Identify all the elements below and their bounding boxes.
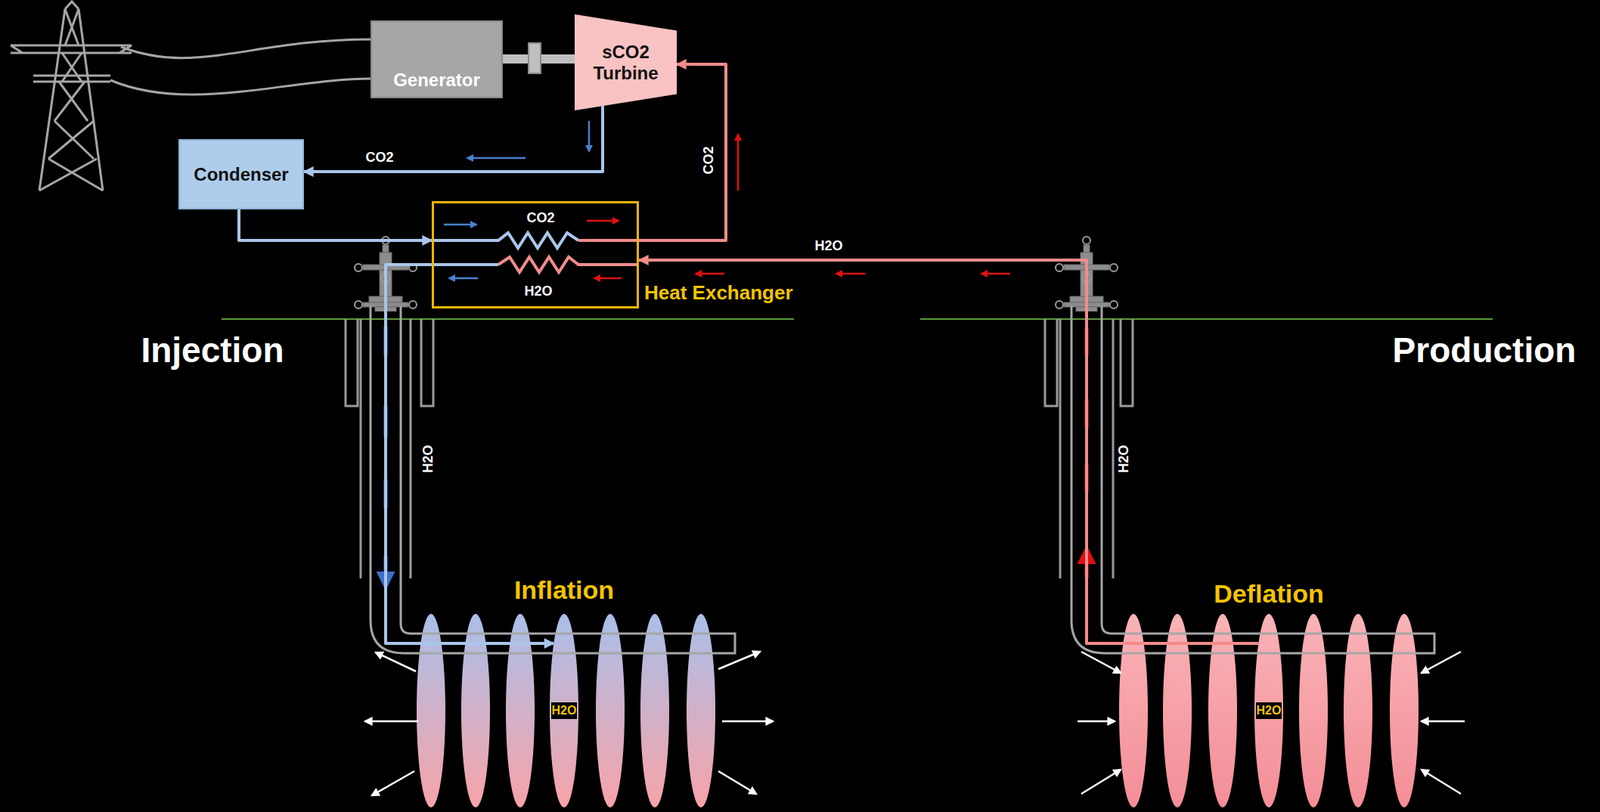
fracture [640,613,670,808]
component-label: Generator [393,69,481,91]
component-heading: Heat Exchanger [644,282,794,305]
pipe-connector [638,260,1259,644]
fracture-outline [1254,613,1284,808]
flow-arrow [449,277,478,280]
pipe-connector [303,105,603,172]
zone-label: Deflation [1211,579,1326,608]
well-casing [345,319,1133,579]
pipe-label: CO2 [362,150,396,166]
fracture [686,613,716,808]
pipe-label: H2O [1116,442,1132,475]
stress-arrow [1421,720,1465,723]
stress-arrow [722,720,773,723]
zone-label: Inflation [511,576,617,605]
drive-shaft [502,54,575,64]
condenser-box: Condenser [178,139,304,210]
ground-line [920,318,1493,320]
power-tower [39,1,103,191]
turbine-outline [574,14,677,111]
fracture-ellipse: H2O [549,613,579,808]
flow-arrow [586,220,619,223]
fracture [1343,613,1373,808]
component-label: sCO2 Turbine [579,41,673,84]
well-tubing [1071,306,1435,654]
heat-exchanger-coil [434,232,579,249]
fluid-label: H2O [551,702,578,720]
fluid-label: H2O [1255,702,1283,720]
well-casing [1044,319,1133,407]
pipe-label: CO2 [524,210,557,227]
well-casing [345,319,434,407]
ground-line [221,318,794,320]
pipe-label: CO2 [701,143,717,177]
flow-arrow [467,157,526,160]
well-title: Production [1390,331,1579,370]
stress-arrow [718,651,760,670]
stress-arrow [375,652,416,672]
power-line [110,39,373,95]
pipe-connector [238,209,432,241]
fracture [1389,613,1419,808]
power-tower [39,9,103,191]
fracture [416,613,1419,808]
heat-exchanger-coil [434,263,499,267]
well-title: Injection [138,331,286,370]
stress-arrow [365,720,419,723]
stress-arrow [372,771,415,796]
stress-arrow [1077,720,1115,723]
stress-arrow [718,771,757,794]
flow-arrow [594,277,622,280]
stress-arrow [1421,769,1461,794]
stress-arrow [365,651,1465,796]
flow-arrow [695,272,725,276]
fracture-outline [549,613,579,808]
power-line [120,39,373,59]
fracture-ellipse: H2O [1254,613,1284,808]
heat-exchanger-coil [434,232,637,273]
stress-arrow [1421,651,1461,673]
pipe-label: H2O [521,284,555,300]
heat-exchanger-coil [578,238,637,242]
heat-exchanger-coil [498,257,637,273]
shaft-coupling [528,43,541,74]
turbine-trapezoid: sCO2 Turbine [574,14,677,111]
generator-box: Generator [370,20,503,99]
power-tower [33,75,111,82]
well-tubing [370,306,735,654]
stress-arrow [1081,651,1121,673]
flow-arrow [443,223,477,227]
flow-arrow [588,120,591,152]
stress-arrow [1081,769,1121,794]
pipe-label: H2O [421,442,437,475]
well-tubing [370,306,1435,654]
flow-arrow [737,134,740,191]
power-line [110,78,373,95]
well-flow-arrow [385,326,1087,587]
power-tower [10,45,132,53]
fracture [595,613,625,808]
flow-arrow [836,272,866,276]
ground-line [221,318,1493,320]
component-label: Condenser [193,164,289,186]
flow-arrow [981,272,1011,276]
power-tower [10,1,132,191]
pipe-label: H2O [812,238,845,255]
fracture [1299,613,1328,808]
